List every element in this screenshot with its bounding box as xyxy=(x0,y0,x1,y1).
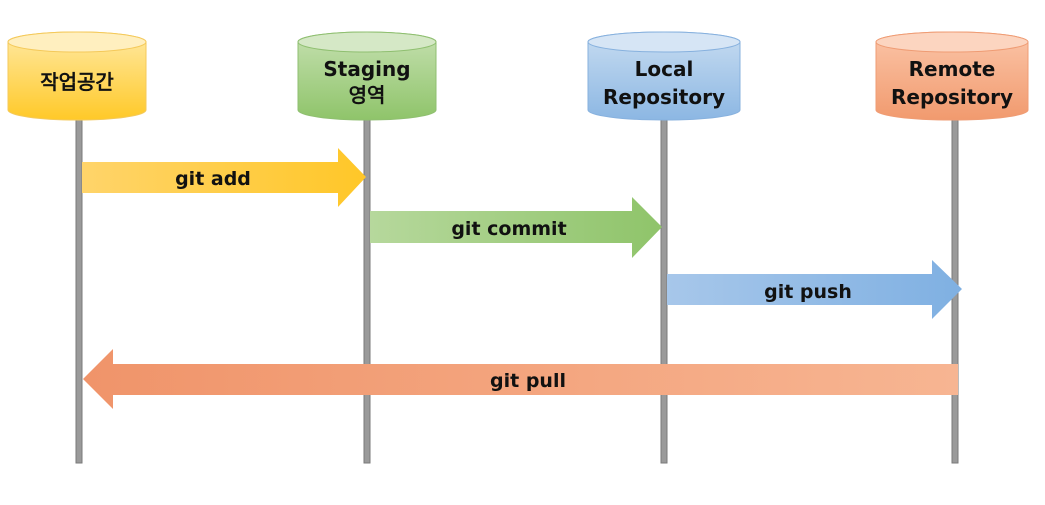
arrow-shape-git-pull xyxy=(83,349,958,409)
arrow-label-git-push: git push xyxy=(764,281,852,303)
node-label-remote-1: Remote xyxy=(909,57,996,81)
node-staging: Staging 영역 xyxy=(297,31,437,121)
arrow-git-push: git push xyxy=(667,260,962,319)
arrow-label-git-commit: git commit xyxy=(451,218,566,240)
node-remote: Remote Repository xyxy=(875,31,1029,121)
node-label-staging-2: 영역 xyxy=(349,83,386,107)
cylinder-top-staging xyxy=(297,31,437,53)
cylinder-top-remote xyxy=(875,31,1029,53)
arrow-git-add: git add xyxy=(82,148,366,207)
node-label-workspace: 작업공간 xyxy=(40,70,114,94)
arrow-git-commit: git commit xyxy=(370,197,662,258)
node-label-staging-1: Staging xyxy=(323,57,410,81)
node-label-local-2: Repository xyxy=(603,85,725,109)
arrow-shape-git-add xyxy=(82,148,366,207)
node-label-remote-2: Repository xyxy=(891,85,1013,109)
arrow-label-git-pull: git pull xyxy=(490,370,566,392)
node-label-local-1: Local xyxy=(635,57,694,81)
node-workspace: 작업공간 xyxy=(7,31,147,121)
lifeline-staging xyxy=(363,109,371,464)
arrow-shape-git-push xyxy=(667,260,962,319)
lifeline-local xyxy=(660,109,668,464)
arrow-shape-git-commit xyxy=(370,197,662,258)
arrow-label-git-add: git add xyxy=(175,168,251,190)
node-local: Local Repository xyxy=(587,31,741,121)
lifeline-workspace xyxy=(75,109,83,464)
cylinder-top-local xyxy=(587,31,741,53)
arrow-git-pull: git pull xyxy=(83,349,958,409)
cylinder-top-workspace xyxy=(7,31,147,53)
